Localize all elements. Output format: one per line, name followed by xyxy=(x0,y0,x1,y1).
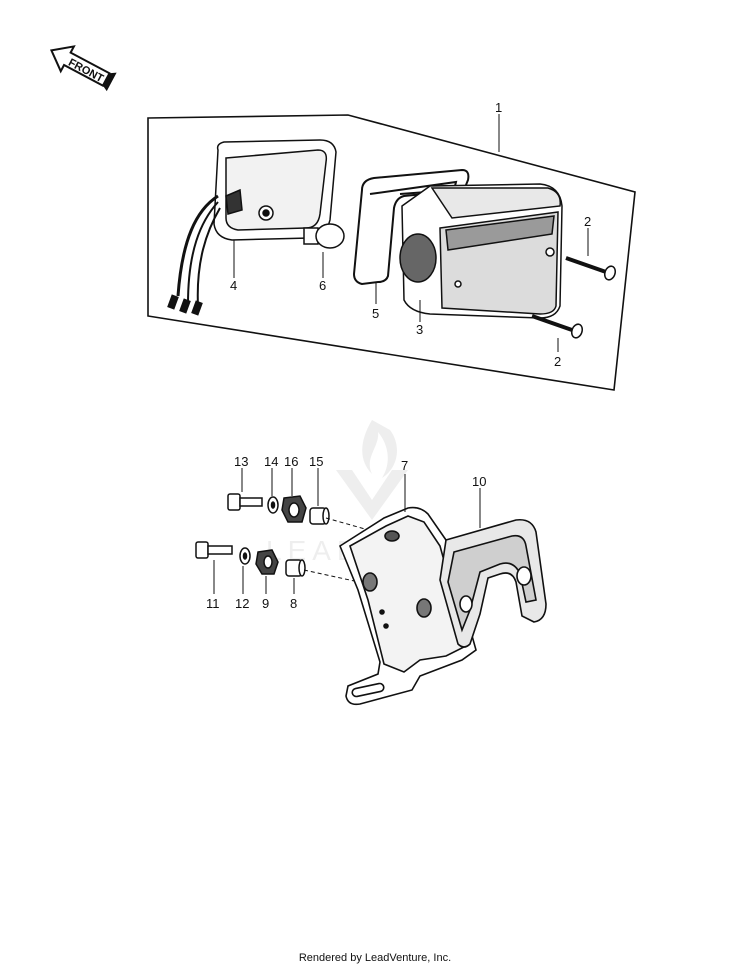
nut-part-16 xyxy=(281,495,307,523)
nut-part-9 xyxy=(255,549,279,575)
taillight-assembly-panel xyxy=(147,114,636,391)
screw-part-lower xyxy=(531,314,584,339)
callout-10: 10 xyxy=(472,474,486,489)
plate-part-10 xyxy=(439,518,547,648)
callout-4: 4 xyxy=(230,278,237,293)
callout-16: 16 xyxy=(284,454,298,469)
callout-labels: 1 2 2 3 4 5 6 7 8 9 10 11 12 13 14 15 16 xyxy=(206,100,591,611)
taillight-base-part xyxy=(167,139,337,316)
callout-3: 3 xyxy=(416,322,423,337)
callout-11: 11 xyxy=(206,596,220,611)
spacer-part-15 xyxy=(309,507,330,525)
bracket-part-7 xyxy=(339,506,477,706)
spacer-part-8 xyxy=(285,559,306,577)
bolt-part-13 xyxy=(227,493,263,511)
lower-leader-lines xyxy=(213,468,481,594)
bolt-part-11 xyxy=(195,541,233,559)
footer-credit: Rendered by LeadVenture, Inc. xyxy=(298,952,452,964)
callout-8: 8 xyxy=(290,596,297,611)
callout-2-upper: 2 xyxy=(584,214,591,229)
callout-13: 13 xyxy=(234,454,248,469)
callout-1: 1 xyxy=(495,100,502,115)
callout-9: 9 xyxy=(262,596,269,611)
lens-part xyxy=(399,183,563,319)
callout-2-lower: 2 xyxy=(554,354,561,369)
callout-7: 7 xyxy=(401,458,408,473)
callout-14: 14 xyxy=(264,454,278,469)
callout-5: 5 xyxy=(372,306,379,321)
callout-12: 12 xyxy=(235,596,249,611)
callout-6: 6 xyxy=(319,278,326,293)
washer-part-14 xyxy=(267,496,279,514)
bulb-part xyxy=(303,223,345,249)
upper-leader-lines xyxy=(233,114,589,352)
washer-part-12 xyxy=(239,547,251,565)
front-arrow-icon: FRONT xyxy=(49,45,117,92)
screw-part-upper xyxy=(565,256,617,281)
callout-15: 15 xyxy=(309,454,323,469)
